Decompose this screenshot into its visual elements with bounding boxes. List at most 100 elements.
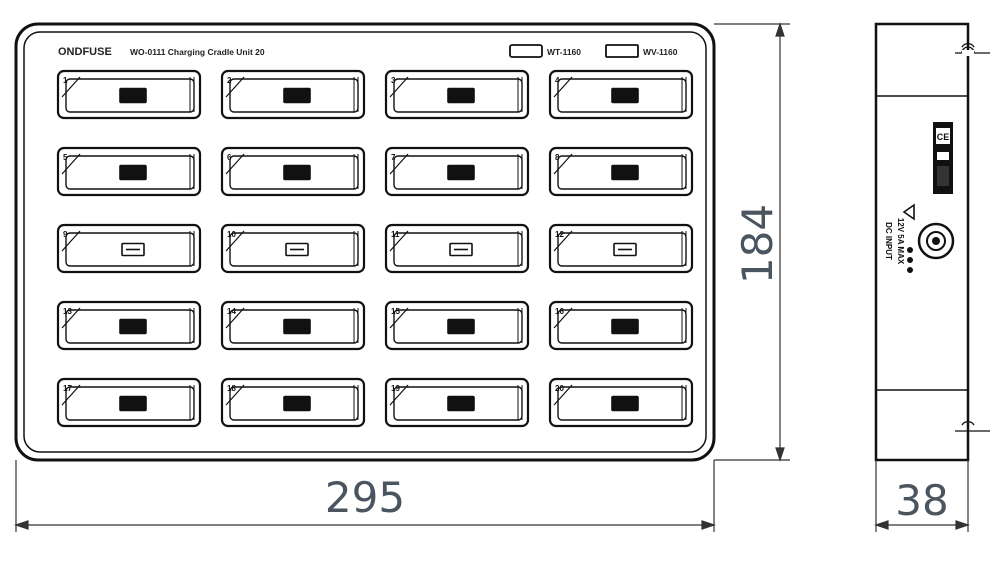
legend-label-wv: WV-1160 (643, 47, 678, 57)
slot-number: 16 (555, 307, 564, 316)
slot-corner-line (389, 384, 409, 406)
slot-number: 3 (391, 76, 396, 85)
slot-corner-line (553, 153, 573, 175)
warning-triangle-icon (902, 203, 915, 221)
charging-slot: 16 (548, 300, 694, 351)
slot-outline (220, 300, 366, 351)
brand-logo: ONDFUSE (58, 46, 112, 58)
model-label: WO-0111 Charging Cradle Unit 20 (130, 47, 265, 57)
svg-text:CE: CE (937, 132, 950, 142)
legend-label-wt: WT-1160 (547, 47, 581, 57)
ce-mark-icon: CE (933, 122, 953, 194)
front-dimensions (14, 22, 790, 532)
small-contact-icon (611, 318, 639, 335)
charging-slot: 11 (384, 223, 530, 274)
small-contact-icon (447, 395, 475, 412)
slot-corner-line (389, 153, 409, 175)
slot-number: 17 (63, 384, 72, 393)
slot-corner-line (225, 307, 245, 329)
slot-outline (384, 377, 530, 428)
mount-screw-bottom-icon (955, 414, 990, 448)
slot-corner-line (225, 230, 245, 252)
slot-outline (220, 69, 366, 120)
slot-outline (56, 146, 202, 197)
slot-outline (56, 300, 202, 351)
charging-slot: 13 (56, 300, 202, 351)
slot-outline (220, 377, 366, 428)
slot-number: 18 (227, 384, 236, 393)
charging-slot: 17 (56, 377, 202, 428)
charging-slot: 6 (220, 146, 366, 197)
charging-slot: 2 (220, 69, 366, 120)
wide-contact-icon (121, 242, 145, 257)
slot-number: 15 (391, 307, 400, 316)
charging-slot: 9 (56, 223, 202, 274)
slot-outline (548, 223, 694, 274)
slot-corner-line (553, 307, 573, 329)
slot-number: 8 (555, 153, 560, 162)
slot-corner-line (225, 76, 245, 98)
slot-corner-line (225, 153, 245, 175)
slot-corner-line (61, 76, 81, 98)
slot-number: 19 (391, 384, 400, 393)
slot-number: 1 (63, 76, 68, 85)
slot-outline (384, 146, 530, 197)
slot-number: 20 (555, 384, 564, 393)
small-contact-icon (447, 318, 475, 335)
charging-slot: 14 (220, 300, 366, 351)
slot-corner-line (389, 76, 409, 98)
slot-outline (220, 146, 366, 197)
slot-number: 6 (227, 153, 232, 162)
slot-corner-line (389, 307, 409, 329)
slot-outline (220, 223, 366, 274)
small-slot-icon (509, 44, 543, 58)
small-contact-icon (611, 164, 639, 181)
mount-screw-top-icon (955, 36, 990, 70)
charging-slot: 5 (56, 146, 202, 197)
slot-outline (548, 300, 694, 351)
small-contact-icon (119, 318, 147, 335)
small-contact-icon (611, 87, 639, 104)
small-contact-icon (611, 395, 639, 412)
slot-corner-line (553, 230, 573, 252)
slot-outline (548, 146, 694, 197)
power-label: DC INPUT (884, 222, 893, 260)
slot-number: 4 (555, 76, 560, 85)
wide-contact-icon (449, 242, 473, 257)
cradle-body-inner (23, 31, 707, 453)
slot-corner-line (61, 230, 81, 252)
charging-slot: 12 (548, 223, 694, 274)
power-rating: 12V 5A MAX (896, 218, 905, 265)
charging-slot: 4 (548, 69, 694, 120)
charging-slot: 8 (548, 146, 694, 197)
charging-slot: 20 (548, 377, 694, 428)
small-contact-icon (447, 87, 475, 104)
front-view: ONDFUSE WO-0111 Charging Cradle Unit 20 … (14, 22, 716, 462)
small-contact-icon (283, 87, 311, 104)
slot-corner-line (61, 384, 81, 406)
slot-outline (384, 69, 530, 120)
slot-outline (384, 223, 530, 274)
slot-corner-line (389, 230, 409, 252)
slot-number: 5 (63, 153, 68, 162)
slot-corner-line (61, 153, 81, 175)
wide-contact-icon (285, 242, 309, 257)
charging-slot: 7 (384, 146, 530, 197)
charging-slot: 19 (384, 377, 530, 428)
small-contact-icon (119, 395, 147, 412)
slot-number: 2 (227, 76, 232, 85)
small-contact-icon (283, 164, 311, 181)
side-view: CE DC INPUT 12V 5A MAX (874, 22, 990, 462)
slot-number: 13 (63, 307, 72, 316)
charging-slot: 15 (384, 300, 530, 351)
dc-jack-icon (917, 222, 955, 260)
polarity-icon (907, 247, 913, 273)
charging-slot: 1 (56, 69, 202, 120)
side-dimensions (874, 460, 970, 532)
slot-number: 7 (391, 153, 396, 162)
small-contact-icon (119, 164, 147, 181)
slot-outline (548, 69, 694, 120)
slot-number: 11 (391, 230, 400, 239)
slot-number: 10 (227, 230, 236, 239)
